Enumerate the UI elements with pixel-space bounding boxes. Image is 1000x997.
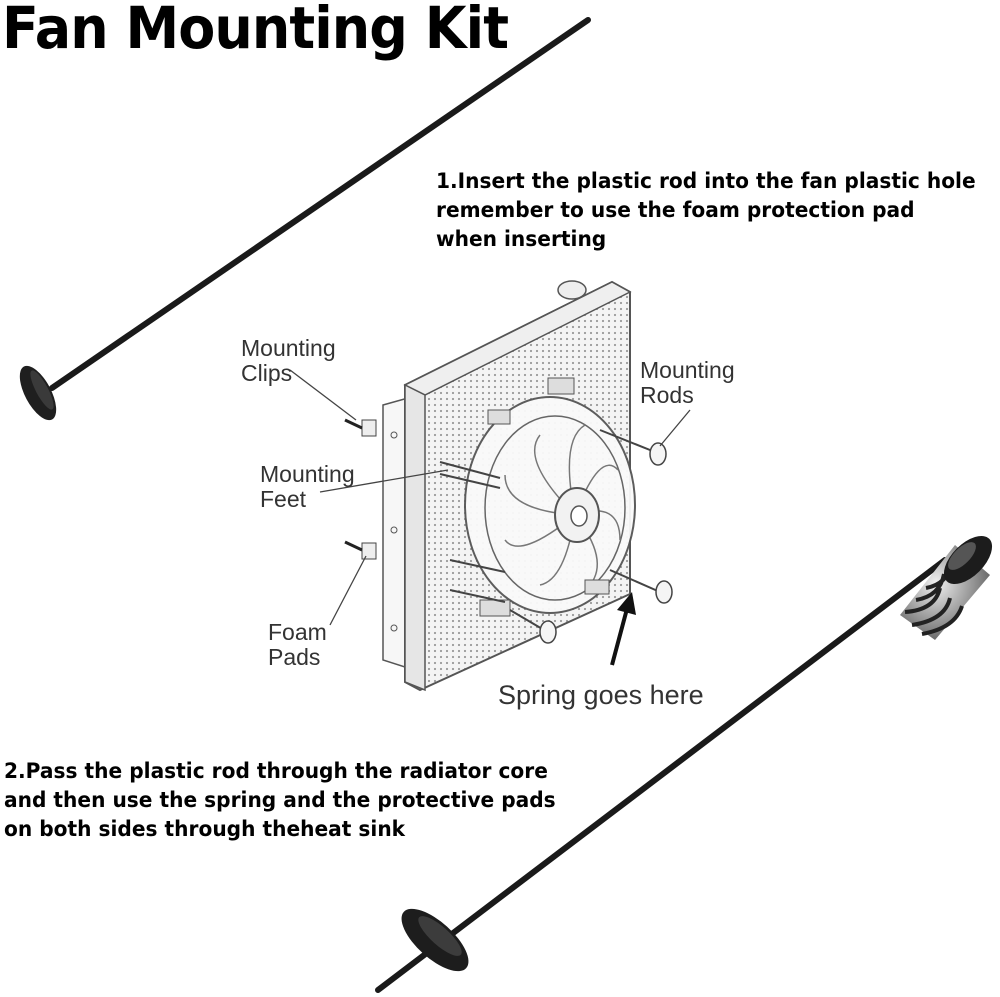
- page-title: Fan Mounting Kit: [2, 0, 509, 62]
- mounting-rod-heads: [509, 429, 673, 644]
- step-2-instruction: 2.Pass the plastic rod through the radia…: [4, 759, 556, 841]
- radiator-illustration: [344, 280, 673, 692]
- label-spring-goes-here: Spring goes here: [498, 680, 704, 710]
- arrow-icon: [610, 592, 636, 666]
- fan-icon: [464, 377, 636, 617]
- label-mounting-feet: Mounting Feet: [260, 461, 355, 512]
- mounting-rod-with-spring: [375, 535, 993, 993]
- step-1-instruction: 1.Insert the plastic rod into the fan pl…: [436, 169, 976, 251]
- foam-pad-disc: [401, 908, 469, 972]
- mounting-clips: [344, 418, 377, 560]
- label-mounting-clips: Mounting Clips: [241, 335, 336, 386]
- mounting-rod-top-left: [19, 17, 591, 421]
- label-mounting-rods: Mounting Rods: [640, 357, 735, 408]
- label-foam-pads: Foam Pads: [268, 619, 327, 670]
- spring-icon: [900, 535, 993, 640]
